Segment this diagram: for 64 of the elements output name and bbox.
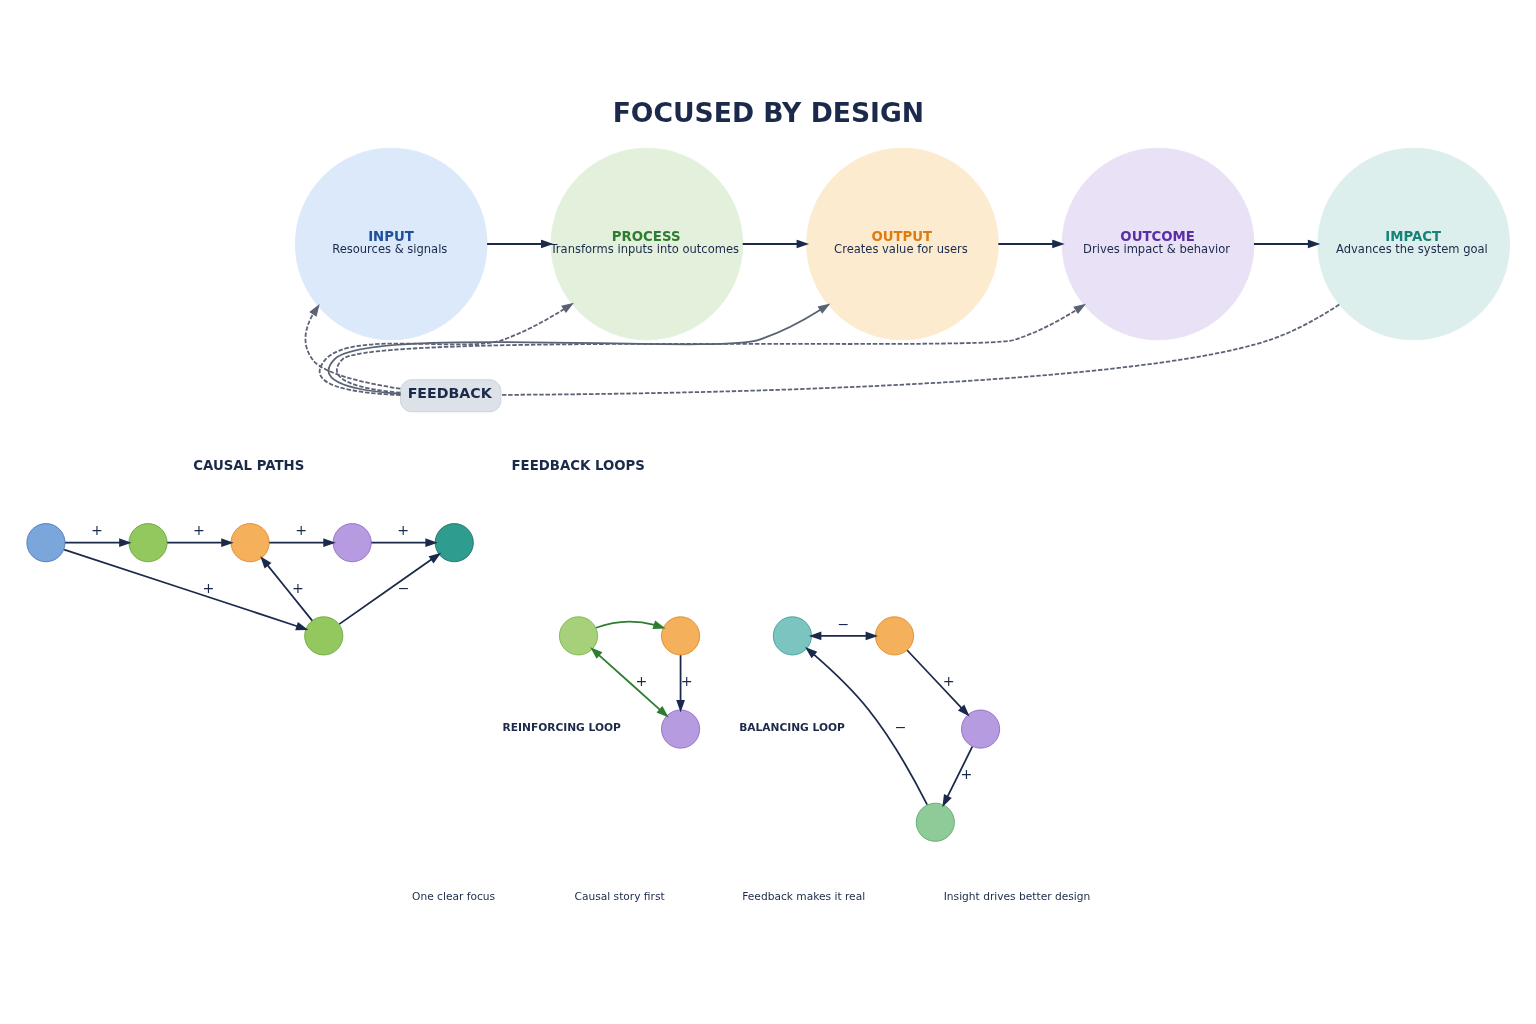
diagram-title: FOCUSED BY DESIGN xyxy=(612,96,925,128)
label: Causal story first xyxy=(574,889,665,903)
arrow xyxy=(336,303,1087,394)
arrow xyxy=(268,537,336,547)
node-circle xyxy=(874,615,914,655)
edge-label: + xyxy=(960,765,973,782)
arrow xyxy=(595,620,666,629)
edge-label: − xyxy=(397,579,410,596)
label: CAUSAL PATHS xyxy=(193,457,305,473)
arrow xyxy=(63,548,309,630)
node-circle xyxy=(661,615,701,655)
arrow xyxy=(942,745,974,807)
node-circle xyxy=(961,709,1001,749)
node-circle: IMPACT Advances the system goal xyxy=(1317,147,1511,340)
label: Insight drives better design xyxy=(943,889,1091,903)
label: Feedback makes it real xyxy=(742,889,866,903)
node-circle: OUTPUT Creates value for users xyxy=(806,147,999,340)
arrow xyxy=(166,537,234,547)
node-circle xyxy=(332,522,372,562)
label: BALANCING LOOP xyxy=(739,720,845,734)
edge-label: + xyxy=(295,521,308,538)
node-circle xyxy=(772,615,812,655)
node-circle: INPUT Resources & signals xyxy=(294,147,488,340)
edge-label: + xyxy=(202,579,215,596)
edge-label: + xyxy=(635,672,648,689)
arrow xyxy=(997,239,1065,248)
arrow xyxy=(260,555,314,622)
arrow xyxy=(486,239,554,248)
arrow xyxy=(327,302,831,395)
node-circle xyxy=(558,615,599,655)
node-circle xyxy=(434,522,474,562)
arrow xyxy=(338,552,442,625)
edge-label: + xyxy=(680,672,693,689)
label: One clear focus xyxy=(412,889,496,903)
arrow xyxy=(676,653,685,712)
node-circle xyxy=(26,522,66,562)
connector xyxy=(500,303,1341,396)
arrow xyxy=(1253,239,1321,248)
node-circle: OUTCOME Drives impact & behavior xyxy=(1061,147,1255,340)
edge-label: + xyxy=(292,579,304,596)
edge-label: + xyxy=(91,521,103,538)
node-circle xyxy=(304,615,344,655)
edge-label: − xyxy=(894,718,907,735)
edge-label: + xyxy=(397,521,410,538)
arrow xyxy=(318,302,574,396)
node-circle xyxy=(661,709,701,749)
arrow xyxy=(808,631,879,640)
node-circle xyxy=(230,522,270,562)
arrow xyxy=(304,303,402,390)
arrow xyxy=(590,646,669,718)
label: REINFORCING LOOP xyxy=(502,720,621,734)
arrow xyxy=(64,537,132,547)
arrow xyxy=(370,537,438,547)
edge-label: + xyxy=(193,521,205,538)
arrow xyxy=(805,646,928,805)
edge-label: + xyxy=(942,672,955,689)
node-circle: PROCESS Transforms inputs into outcomes xyxy=(550,147,744,340)
arrow xyxy=(906,648,970,717)
node-circle xyxy=(915,802,955,842)
edge-label: − xyxy=(837,615,850,632)
node-box: FEEDBACK xyxy=(400,378,502,412)
arrow xyxy=(741,239,810,248)
label: FEEDBACK LOOPS xyxy=(511,457,645,473)
node-circle xyxy=(128,522,168,562)
